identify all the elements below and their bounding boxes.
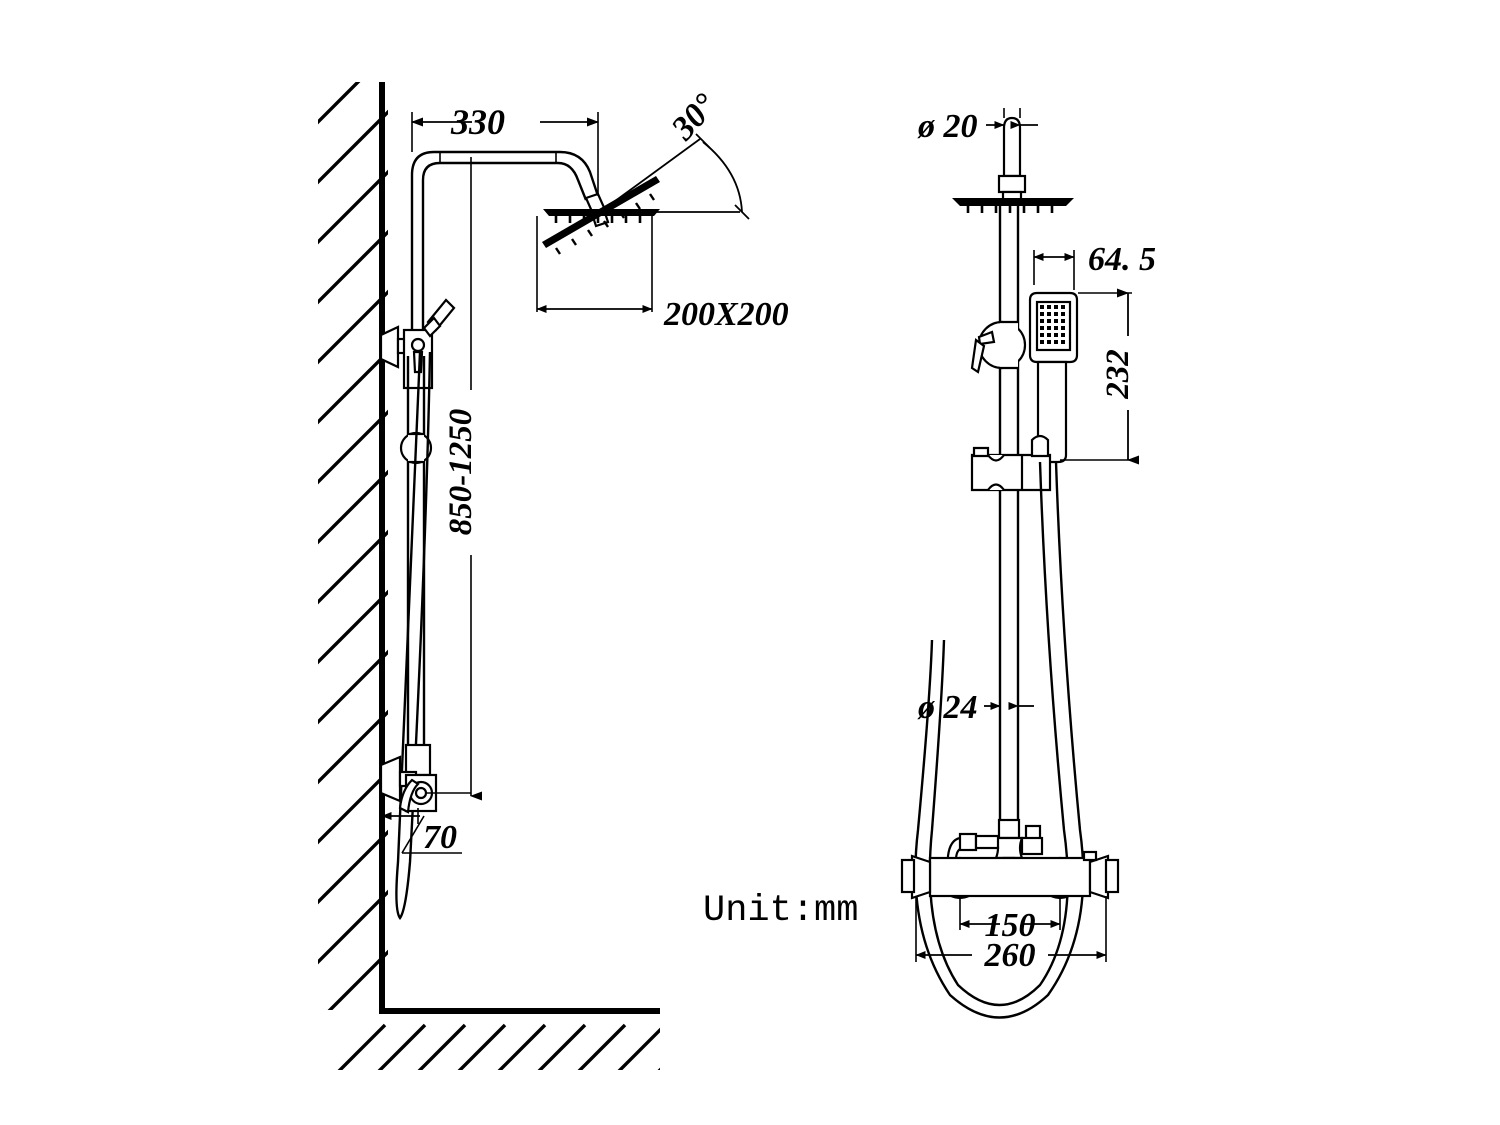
shower-hose — [395, 351, 432, 921]
top-inlet-tube — [997, 116, 1027, 204]
dim-260 — [915, 896, 1107, 962]
label-260: 260 — [984, 937, 1036, 974]
shower-arm — [410, 150, 600, 340]
right-view-dimensions — [915, 108, 1139, 962]
label-232: 232 — [1100, 349, 1136, 400]
rain-shower-head — [542, 176, 660, 255]
label-30-degree: 30° — [664, 87, 724, 148]
dim-232 — [1060, 288, 1139, 465]
label-200x200: 200X200 — [663, 296, 789, 333]
dim-dia-20 — [986, 108, 1038, 129]
handset-holder-front — [970, 320, 1027, 374]
right-view-shower — [900, 116, 1120, 1019]
shower-hose-front — [914, 461, 1085, 1019]
dim-150 — [959, 896, 1061, 930]
mixer-valve-left — [379, 743, 438, 814]
left-view-shower — [379, 150, 660, 921]
left-view-dimensions — [381, 112, 750, 854]
rain-shower-head-front — [952, 198, 1074, 213]
mixer-valve-front — [900, 818, 1120, 900]
dim-70 — [381, 808, 462, 854]
label-330: 330 — [450, 102, 505, 142]
label-dia-24: ø 24 — [917, 689, 978, 726]
label-150: 150 — [985, 907, 1036, 944]
label-850-1250: 850-1250 — [443, 409, 479, 536]
dim-64-5 — [1033, 250, 1075, 290]
wall-assembly — [318, 82, 660, 1070]
handset-spray-grid — [1040, 305, 1065, 344]
riser-tube-front — [998, 206, 1020, 820]
dimension-labels: 330 30° 200X200 850-1250 70 ø 20 64. 5 2… — [423, 87, 1156, 974]
handset-shower-upper — [422, 298, 456, 338]
label-unit-note: Unit:mm — [703, 890, 858, 932]
label-70: 70 — [423, 819, 457, 856]
slider-bracket-front — [970, 434, 1052, 492]
handset-wall-bracket — [379, 325, 434, 390]
dim-330 — [411, 112, 599, 196]
dim-30-degree — [599, 133, 750, 220]
dim-200x200 — [536, 216, 653, 313]
label-64-5: 64. 5 — [1088, 241, 1156, 278]
label-dia-20: ø 20 — [917, 108, 978, 145]
dim-850-1250 — [426, 157, 482, 801]
floor-hatch — [337, 1023, 660, 1070]
